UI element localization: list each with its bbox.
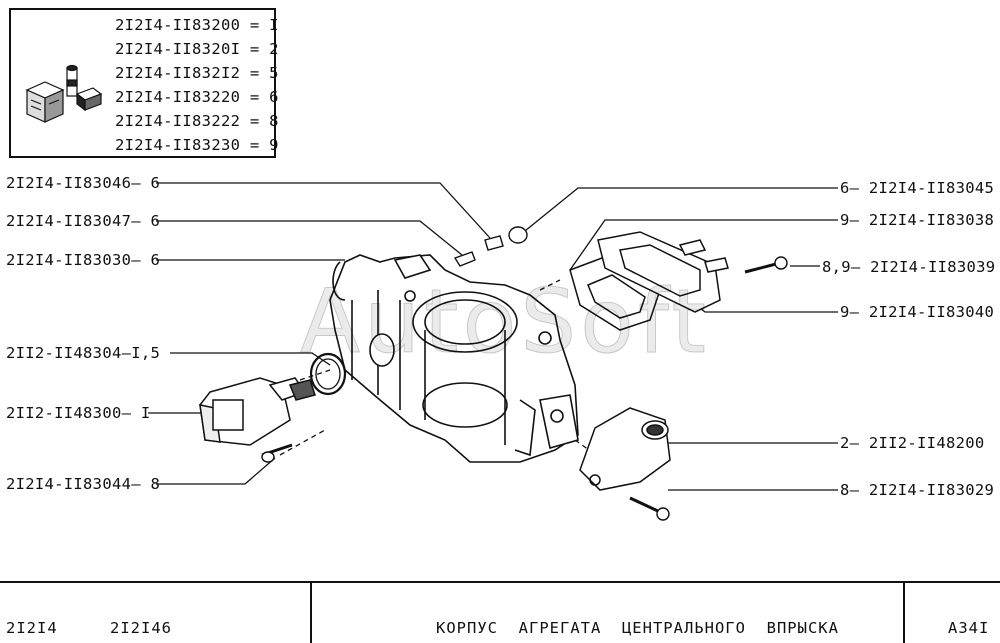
- callout-label: 2II2-II48304—I,5: [6, 344, 161, 362]
- screw: [261, 443, 293, 463]
- callout-label: 2I2I4-II83030— 6: [6, 251, 161, 269]
- leader-line: [170, 352, 331, 366]
- callout-label: 8,9— 2I2I4-II83039: [822, 258, 996, 276]
- legend-row: 2I2I4-II832I2 = 5: [115, 64, 279, 82]
- callout-label: 6— 2I2I4-II83045: [840, 179, 995, 197]
- sheet-code: A34I: [948, 619, 990, 637]
- legend-row: 2I2I4-II8320I = 2: [115, 40, 279, 58]
- callout-label: 2I2I4-II83044— 8: [6, 475, 161, 493]
- callout-label: 2I2I4-II83046— 6: [6, 174, 161, 192]
- leader-line: [156, 457, 276, 485]
- legend-box: 2I2I4-II83200 = I 2I2I4-II8320I = 2 2I2I…: [9, 8, 279, 158]
- model-code: 2I2I4: [6, 619, 58, 637]
- screw: [629, 496, 670, 521]
- leader-line: [156, 220, 463, 256]
- o-ring: [309, 352, 347, 396]
- sheet-title: КОРПУС АГРЕГАТА ЦЕНТРАЛЬНОГО ВПРЫСКА: [436, 619, 839, 637]
- callout-label: 2II2-II48300— I: [6, 404, 151, 422]
- legend-row: 2I2I4-II83200 = I: [115, 16, 279, 34]
- idle-air-motor: [199, 377, 316, 446]
- leader-line: [519, 187, 838, 236]
- throttle-body: [329, 254, 579, 463]
- callout-label: 8— 2I2I4-II83029: [840, 481, 995, 499]
- leader-line: [156, 182, 491, 239]
- callout-label: 2I2I4-II83047— 6: [6, 212, 161, 230]
- leader-line: [569, 219, 838, 271]
- title-block-divider: [310, 583, 312, 643]
- legend-row: 2I2I4-II83220 = 6: [115, 88, 279, 106]
- callout-label: 2— 2II2-II48200: [840, 434, 985, 452]
- legend-row: 2I2I4-II83230 = 9: [115, 136, 279, 154]
- legend-row: 2I2I4-II83222 = 8: [115, 112, 279, 130]
- screw: [744, 256, 788, 274]
- model-code: 2I2I46: [110, 619, 172, 637]
- throttle-position-sensor: [579, 407, 671, 491]
- parts-kit-icon: [25, 64, 103, 123]
- title-block-divider: [903, 583, 905, 643]
- title-block: 2I2I4 2I2I46 КОРПУС АГРЕГАТА ЦЕНТРАЛЬНОГ…: [0, 581, 1000, 643]
- watermark: AutoSoft: [300, 270, 710, 374]
- fitting: [453, 226, 528, 267]
- callout-label: 9— 2I2I4-II83040: [840, 303, 995, 321]
- callout-label: 9— 2I2I4-II83038: [840, 211, 995, 229]
- injector-cover: [597, 231, 729, 313]
